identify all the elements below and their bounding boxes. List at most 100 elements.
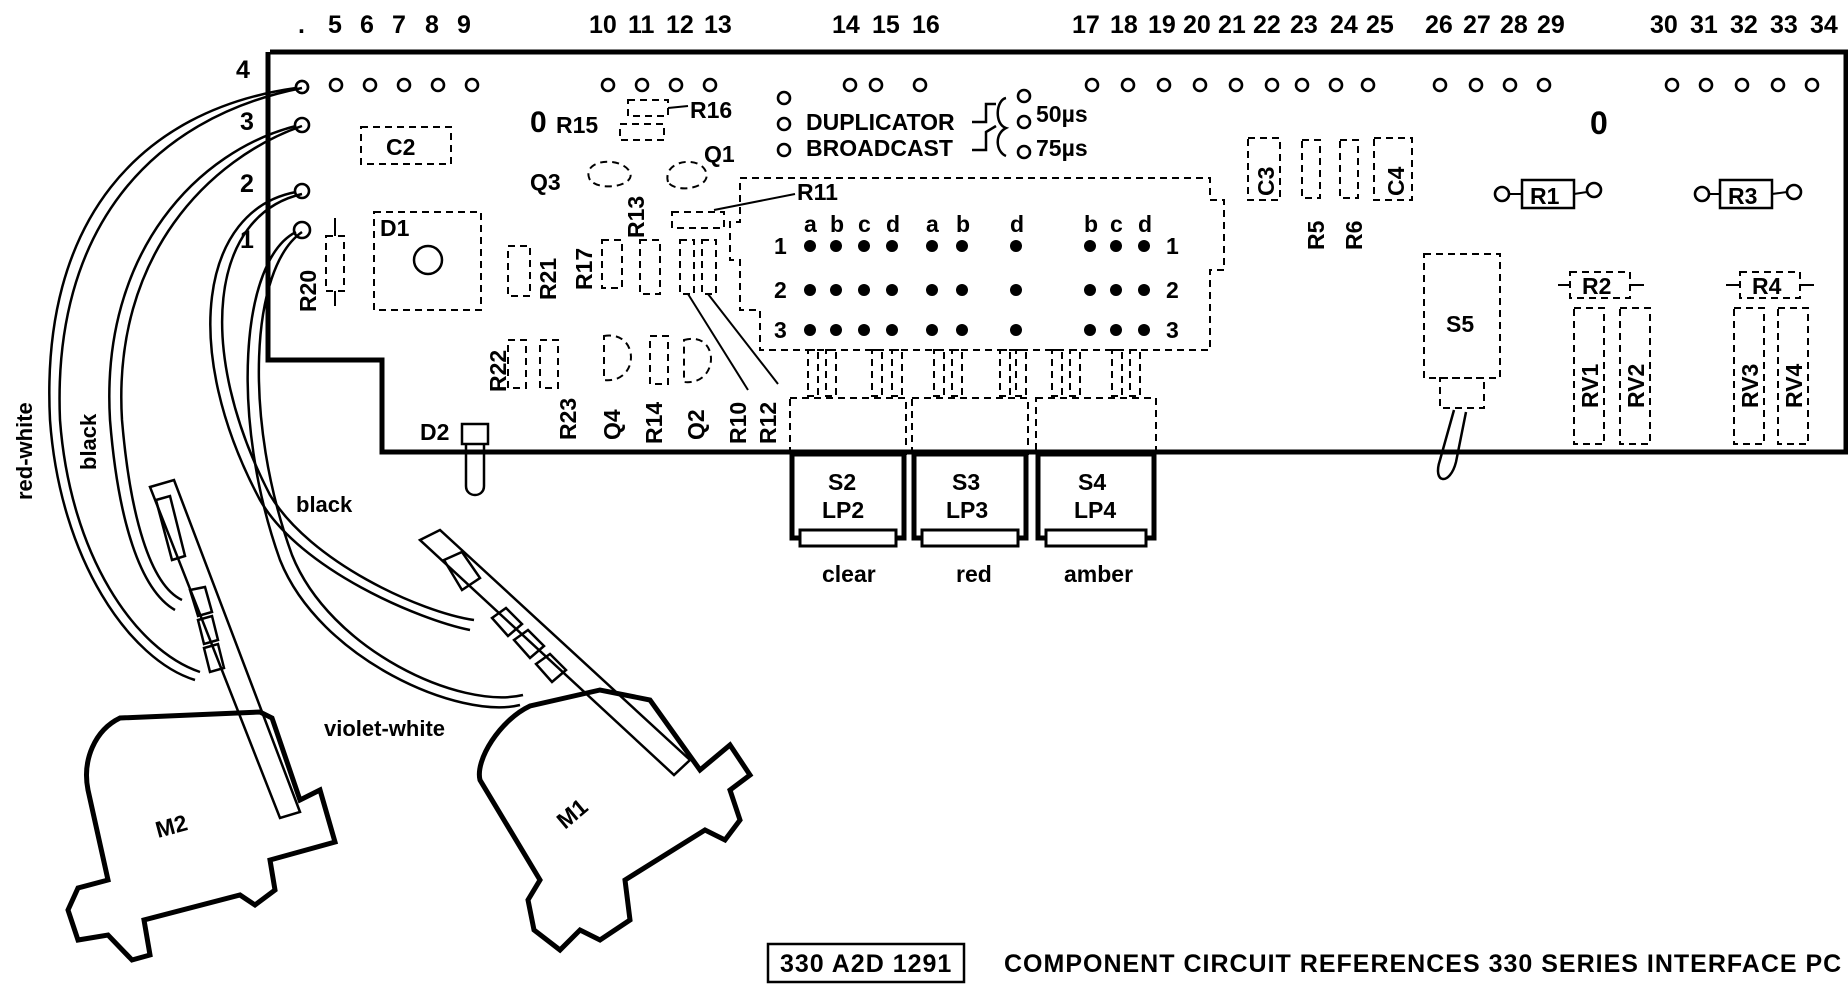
d1-outline [373, 211, 482, 311]
r11-label: R11 [797, 179, 838, 205]
m1-pcb-strip [417, 528, 692, 777]
switch-leg [825, 349, 837, 397]
q2-label: Q2 [683, 409, 709, 440]
pad [1734, 77, 1750, 93]
pad [1468, 77, 1484, 93]
pad [1192, 77, 1208, 93]
s5-outline [1423, 253, 1501, 379]
matrix-contact-dot [1110, 324, 1122, 336]
pad [1664, 77, 1680, 93]
d2-led [464, 444, 486, 497]
matrix-contact-dot [926, 240, 938, 252]
r20-body [325, 235, 345, 292]
r14-body [649, 335, 669, 385]
matrix-column-label: a [926, 211, 939, 237]
upper-middle-components: 0 R15 R16 Q3 Q1 R11 [530, 97, 838, 229]
m2-tab [188, 585, 214, 618]
matrix-contact-dot [1138, 324, 1150, 336]
d2-label: D2 [420, 419, 449, 445]
q3-outline [587, 160, 632, 188]
r10-body [679, 239, 695, 295]
r1-label: R1 [1530, 183, 1560, 209]
link-pad [1016, 88, 1032, 104]
r3-pad [1693, 185, 1711, 203]
r3-pad [1785, 183, 1803, 201]
c4-outline [1373, 137, 1413, 201]
r12-label: R12 [755, 402, 781, 444]
pin-number: 19 [1148, 11, 1176, 39]
rv3-outline [1733, 307, 1765, 445]
pin-number: 27 [1463, 11, 1491, 39]
wire-label-black-2: black [296, 492, 353, 517]
switch-leg [1051, 349, 1063, 397]
pad [1536, 77, 1552, 93]
s2-base [798, 528, 898, 548]
pin-number: 18 [1110, 11, 1138, 39]
pin-number: 24 [1330, 11, 1358, 39]
matrix-contact-dot [1010, 284, 1022, 296]
r23-label: R23 [555, 398, 581, 440]
pad [1360, 77, 1376, 93]
wires [48, 86, 524, 709]
s2-body [789, 451, 907, 541]
pad [1804, 77, 1820, 93]
c2-label: C2 [386, 134, 415, 160]
pin-number: 29 [1537, 11, 1565, 39]
matrix-contact-dot [830, 284, 842, 296]
pad-3 [293, 116, 311, 134]
s2-label: S2 [828, 469, 856, 495]
pin-number: 7 [392, 11, 406, 39]
m2-body [65, 709, 339, 963]
s3-base [920, 528, 1020, 548]
switch-leg [807, 349, 819, 397]
r12-leader [707, 293, 779, 385]
matrix-row-label: 3 [774, 317, 787, 343]
m2-part [154, 494, 187, 562]
switch-leg [1129, 349, 1141, 397]
pad [1502, 77, 1518, 93]
wire-black-2 [209, 190, 471, 632]
wire-label-violet-white: violet-white [324, 716, 445, 741]
matrix-contact-dot [1010, 324, 1022, 336]
r3-lead [1771, 191, 1788, 195]
r5-label: R5 [1303, 220, 1329, 250]
s5-lever-base [1439, 377, 1485, 409]
s3-body [911, 451, 1029, 541]
r6-body [1339, 139, 1359, 199]
r15-label: R15 [556, 112, 598, 138]
motor-m1: M1 [417, 528, 754, 954]
matrix-column-label: a [804, 211, 817, 237]
wire-black-1b [120, 124, 303, 602]
lp2-label: LP2 [822, 497, 864, 523]
lower-left-components: R22 R23 Q4 R14 Q2 R10 R12 D2 [420, 239, 781, 497]
matrix-row-label: 1 [1166, 233, 1179, 259]
pin-number: 10 [589, 11, 617, 39]
r15-body [619, 123, 665, 141]
pin-number: 25 [1366, 11, 1394, 39]
pad [1264, 77, 1280, 93]
pad [396, 77, 412, 93]
zero-marker-b: 0 [1590, 105, 1608, 141]
c4-label: C4 [1383, 166, 1409, 196]
link-pad [1016, 114, 1032, 130]
matrix-contact-dot [1084, 324, 1096, 336]
r3-label: R3 [1728, 183, 1757, 209]
matrix-contact-dot [886, 240, 898, 252]
r11-body [671, 211, 725, 229]
matrix-contact-dot [1138, 284, 1150, 296]
r21-label: R21 [535, 258, 561, 300]
rv3-label: RV3 [1737, 364, 1763, 408]
c3-label: C3 [1253, 167, 1279, 196]
m1-tab [490, 606, 524, 638]
matrix-contact-dot [804, 240, 816, 252]
q3-label: Q3 [530, 169, 561, 195]
rv4-outline [1777, 307, 1809, 445]
m2-tab [202, 642, 226, 674]
pin-number: 34 [1810, 11, 1838, 39]
r4-label: R4 [1752, 273, 1782, 299]
pin-number-row: . 5 6 7 8 9 10 11 12 13 14 15 16 17 18 1… [298, 11, 1838, 39]
pad [362, 77, 378, 93]
